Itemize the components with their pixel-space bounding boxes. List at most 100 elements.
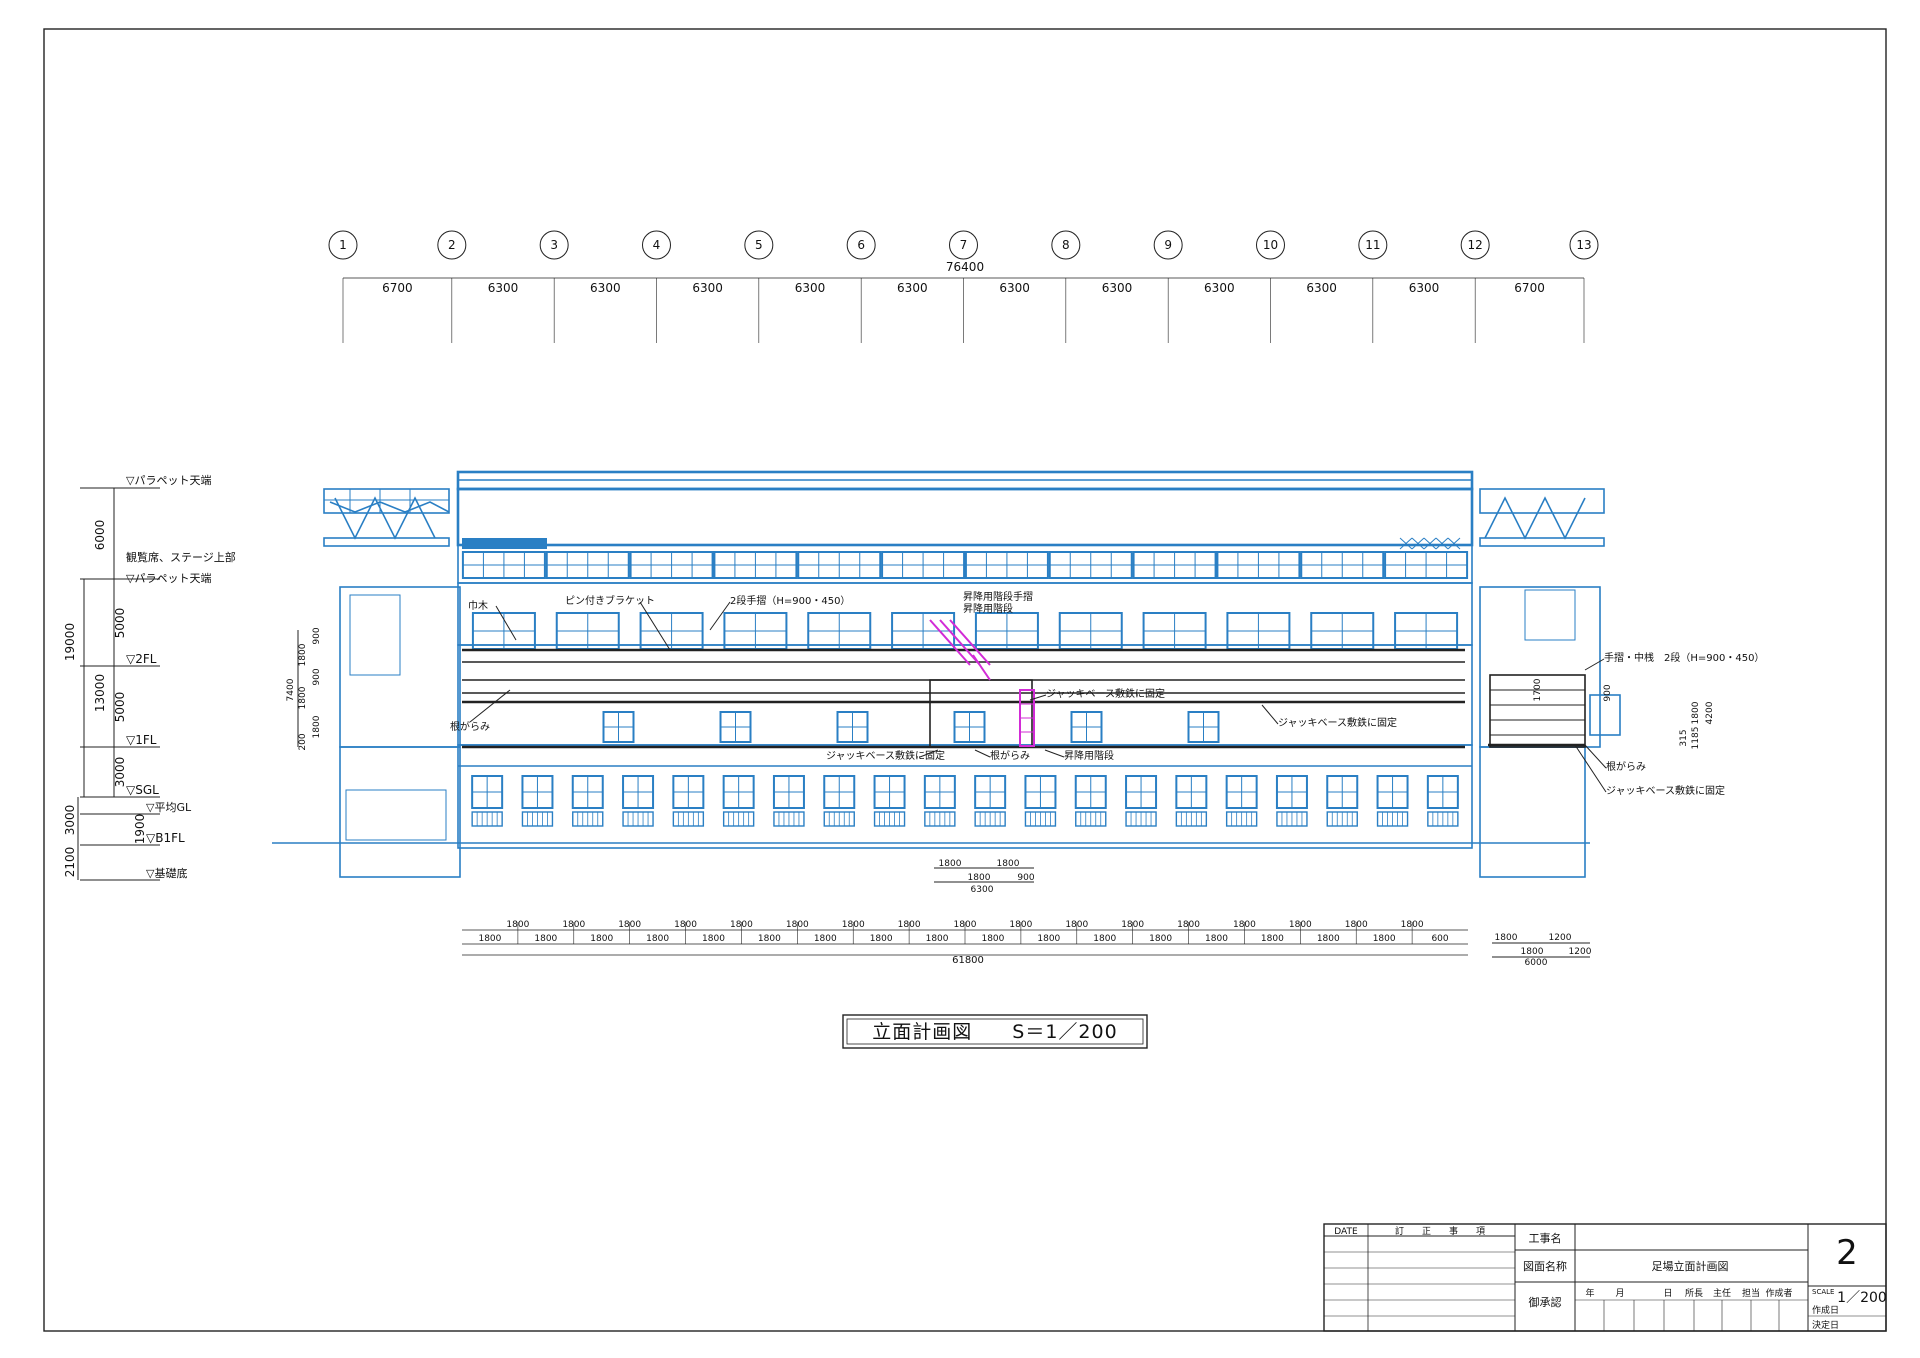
tb-decided-label: 決定日 — [1812, 1319, 1839, 1331]
bottom-dim-top: 1800 — [674, 920, 697, 930]
scaffold-height-dims: 7400 1800 900 1800 900 1800 200 — [286, 627, 322, 750]
label-jack-base-1: ジャッキベース敷鉄に固定 — [1046, 687, 1165, 700]
bottom-right-dims: 1200 1800 1800 1200 6000 — [1492, 933, 1592, 968]
bottom-dim-bottom: 1800 — [1261, 934, 1284, 944]
grid-span-dim: 6300 — [999, 281, 1030, 295]
bottom-dim-bottom: 1800 — [646, 934, 669, 944]
grid-axis-label: 5 — [755, 238, 763, 252]
bottom-dim-bottom: 600 — [1431, 934, 1448, 944]
bottom-dim-bottom: 1800 — [981, 934, 1004, 944]
dim-19000: 19000 — [63, 623, 77, 661]
grid-span-dim: 6300 — [1204, 281, 1235, 295]
bottom-right-top: 1200 — [1549, 933, 1572, 943]
tb-approval-label: 御承認 — [1529, 1295, 1562, 1309]
dim-1800-a: 1800 — [298, 643, 308, 666]
grid-span-dim: 6700 — [382, 281, 413, 295]
label-right-rail: 手摺・中桟 2段（H=900・450） — [1604, 651, 1764, 664]
annex-dims: 1700 900 1800 4200 1185 315 — [1533, 678, 1715, 749]
bottom-dim-bottom: 1800 — [534, 934, 557, 944]
stair-dim-c: 1800 — [968, 873, 991, 883]
bottom-dim-bottom: 1800 — [814, 934, 837, 944]
grid-bubble — [437, 230, 467, 260]
tb-year-label: 年 — [1585, 1287, 1594, 1299]
grid-span-dim: 6300 — [897, 281, 928, 295]
bottom-dim-top: 1800 — [562, 920, 585, 930]
level-b1fl: ▽B1FL — [146, 831, 185, 845]
building-elevation — [272, 470, 1621, 878]
bottom-dim-bottom: 1800 — [1205, 934, 1228, 944]
dim-5000-lower: 5000 — [113, 692, 127, 723]
dim-315: 315 — [1679, 729, 1689, 746]
tb-scale-value: 1／200 — [1837, 1290, 1887, 1306]
bottom-dim-bottom: 1800 — [758, 934, 781, 944]
dim-5000-upper: 5000 — [113, 608, 127, 639]
grid-axis-label: 3 — [550, 238, 558, 252]
tb-created-label: 作成日 — [1812, 1304, 1839, 1316]
grid-span-dim: 6300 — [590, 281, 621, 295]
grid-bubble — [328, 230, 358, 260]
scaffolding — [462, 619, 1586, 749]
bottom-dimension-chain: 1800 1800 1800 1800 1800 1800 1800 1800 1800 1800… — [462, 920, 1468, 956]
grid-bubble — [1051, 230, 1081, 260]
dim-900-a: 900 — [312, 627, 322, 644]
grid-bubble — [1569, 230, 1599, 260]
grid-bubble — [949, 230, 978, 260]
tb-role-author: 作成者 — [1765, 1287, 1792, 1299]
dim-900-b: 900 — [312, 668, 322, 685]
bottom-right-1800-a: 1800 — [1495, 933, 1518, 943]
dim-3000-b: 3000 — [63, 805, 77, 836]
dim-1800-b: 1800 — [298, 686, 308, 709]
level-stage-top: 観覧席、ステージ上部 — [126, 550, 236, 564]
grid-span-dim: 6300 — [488, 281, 519, 295]
bottom-right-1200: 1200 — [1569, 947, 1592, 957]
bottom-dim-bottom: 1800 — [926, 934, 949, 944]
dim-6000: 6000 — [93, 520, 107, 551]
dim-1800-c: 1800 — [312, 715, 322, 738]
label-jack-base-4: ジャッキベース敷鉄に固定 — [1606, 784, 1725, 797]
tb-month-label: 月 — [1615, 1288, 1624, 1299]
bottom-dim-bottom: 1800 — [702, 934, 725, 944]
grid-axis-label: 8 — [1062, 238, 1070, 252]
tb-drawing-name-value: 足場立面計画図 — [1652, 1259, 1729, 1273]
grid-axis-label: 4 — [653, 238, 661, 252]
dim-1900: 1900 — [133, 814, 147, 845]
bottom-dim-bottom: 1800 — [590, 934, 613, 944]
annotations: 巾木 ピン付きブラケット 2段手摺（H=900・450） 昇降用階段手摺 昇降用… — [450, 590, 1764, 797]
label-two-stage-rail: 2段手摺（H=900・450） — [730, 594, 850, 607]
bottom-dim-top: 1800 — [1177, 920, 1200, 930]
grid-total-dim: 76400 — [946, 260, 984, 274]
tb-role-lead: 主任 — [1713, 1287, 1731, 1299]
grid-axis-label: 9 — [1164, 238, 1172, 252]
grid-span-dim: 6300 — [692, 281, 723, 295]
dim-13000: 13000 — [93, 674, 107, 712]
level-1fl: ▽1FL — [126, 733, 157, 747]
bottom-dim-bottom: 1800 — [1373, 934, 1396, 944]
bottom-dim-top: 1800 — [1345, 920, 1368, 930]
bottom-dim-top: 1800 — [1289, 920, 1312, 930]
bottom-dim-top: 1800 — [1009, 920, 1032, 930]
tb-project-label: 工事名 — [1529, 1231, 1562, 1245]
grid-bubble — [1256, 230, 1286, 260]
dim-1700: 1700 — [1533, 678, 1543, 701]
grid-axis-label: 13 — [1576, 238, 1591, 252]
grid-bubble — [1460, 230, 1490, 260]
bottom-dim-top: 1800 — [506, 920, 529, 930]
bottom-dim-bottom: 1800 — [1093, 934, 1116, 944]
dim-900-r: 900 — [1603, 684, 1613, 701]
tb-date-label: DATE — [1334, 1227, 1358, 1237]
bottom-dim-top: 1800 — [842, 920, 865, 930]
bottom-dim-bottom: 1800 — [1317, 934, 1340, 944]
bottom-dim-top: 1800 — [1233, 920, 1256, 930]
tb-revision-label: 訂 正 事 項 — [1395, 1225, 1485, 1237]
label-negarami-1: 根がらみ — [450, 720, 490, 733]
grid-span-dim: 6700 — [1514, 281, 1545, 295]
bottom-right-total: 6000 — [1525, 958, 1548, 968]
stair-dim-total: 6300 — [971, 885, 994, 895]
bottom-dim-top: 1800 — [730, 920, 753, 930]
grid-bubble — [539, 230, 569, 260]
grid-span-dim: 6300 — [1102, 281, 1133, 295]
bottom-dim-bottom: 1800 — [1037, 934, 1060, 944]
bottom-dim-bottom: 1800 — [1149, 934, 1172, 944]
bottom-dim-top: 1800 — [618, 920, 641, 930]
